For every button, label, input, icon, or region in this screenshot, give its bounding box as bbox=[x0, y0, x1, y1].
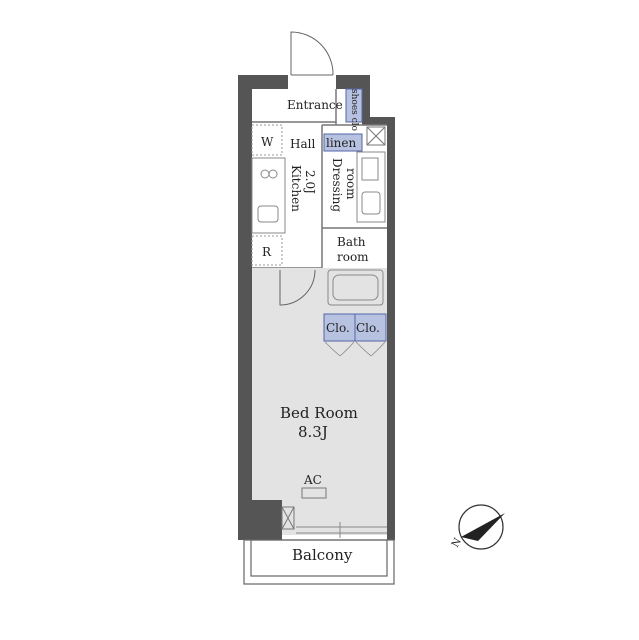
outer-walls bbox=[238, 75, 395, 540]
kitchen-label: Kitchen bbox=[289, 165, 303, 212]
bedroom-label: Bed Room bbox=[280, 404, 358, 422]
washer-box bbox=[251, 124, 283, 156]
entrance-label: Entrance bbox=[287, 98, 343, 112]
top-wall-left bbox=[238, 75, 288, 89]
ac-unit bbox=[301, 487, 327, 499]
bottom-wall-left bbox=[238, 500, 282, 540]
balcony-window bbox=[296, 522, 387, 538]
stove-burner-1 bbox=[260, 169, 270, 179]
kitchen-sink bbox=[257, 205, 279, 223]
closet-2-label: Clo. bbox=[356, 321, 380, 335]
balcony-area bbox=[243, 539, 395, 585]
dressing-label: Dressing bbox=[330, 158, 344, 212]
shoes-closet-label: shoes clo bbox=[349, 89, 359, 131]
bedroom-floor-lower bbox=[282, 500, 387, 535]
kitchen-counter bbox=[251, 157, 286, 234]
closet-2-box bbox=[354, 313, 387, 342]
closet-doors bbox=[324, 341, 386, 357]
left-wall bbox=[238, 75, 252, 540]
linen-label: linen bbox=[326, 136, 357, 150]
top-wall-step bbox=[362, 117, 395, 125]
top-wall-right bbox=[336, 75, 370, 89]
shoes-closet-box bbox=[345, 88, 363, 123]
bath-sub-label: room bbox=[337, 250, 369, 264]
washer-label: W bbox=[261, 135, 274, 149]
hall-label: Hall bbox=[290, 137, 315, 151]
dressing-sub-label: room bbox=[344, 168, 358, 200]
bedroom-floor bbox=[252, 268, 387, 500]
closet-1-box bbox=[323, 313, 356, 342]
north-arrow-icon: N bbox=[450, 504, 505, 550]
refrigerator-label: R bbox=[262, 245, 272, 259]
stove-burner-2 bbox=[268, 169, 278, 179]
right-wall bbox=[387, 117, 395, 540]
entrance-door bbox=[290, 31, 334, 76]
closet-1-label: Clo. bbox=[326, 321, 350, 335]
balcony-label: Balcony bbox=[292, 546, 353, 564]
bedroom-size-label: 8.3J bbox=[298, 423, 328, 441]
linen-box bbox=[323, 133, 363, 152]
meter-box bbox=[281, 506, 295, 530]
kitchen-size-label: 2.0J bbox=[303, 170, 317, 194]
bathtub bbox=[327, 269, 384, 306]
ac-label: AC bbox=[303, 473, 322, 487]
refrigerator-box bbox=[251, 235, 283, 266]
bath-label: Bath bbox=[337, 235, 366, 249]
bedroom-door bbox=[279, 269, 316, 306]
washbasin bbox=[356, 151, 386, 223]
right-wall-upper bbox=[362, 75, 370, 120]
duct-box bbox=[366, 126, 386, 146]
